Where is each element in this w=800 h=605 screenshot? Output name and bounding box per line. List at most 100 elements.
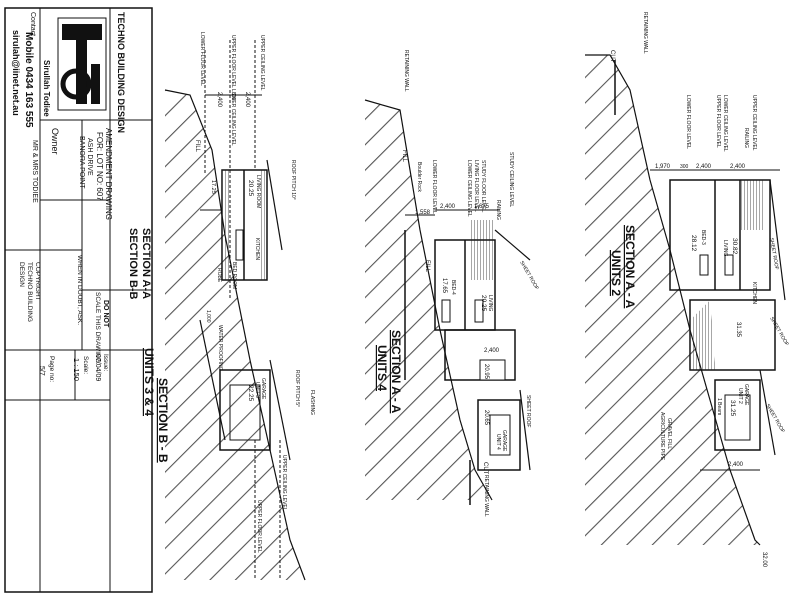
unit2-building	[669, 179, 771, 291]
note-do-not: DO NOT	[102, 300, 109, 328]
label-fill: FILL	[401, 150, 407, 163]
label-sheet-roof-3: SHEET ROOF	[764, 403, 785, 434]
section-aa4-title: SECTION A - A	[389, 330, 403, 414]
window	[474, 299, 484, 323]
label-living: LIVING	[722, 240, 728, 257]
label-cut: CUT	[482, 462, 488, 475]
roof-line	[269, 359, 291, 461]
label-upper-ceiling-bottom: UPPER CEILING LEVEL	[281, 455, 287, 511]
label-dim-1000: 1,000	[205, 310, 211, 323]
label-dim-1558: 1,558	[415, 210, 431, 216]
label-railing: RAILING	[495, 200, 501, 220]
label-lower-ceiling: LOWER CEILING LEVEL	[466, 160, 472, 217]
wall	[222, 170, 230, 280]
label-railing: RAILING	[743, 128, 749, 148]
company-logo	[57, 17, 107, 111]
ground-line	[164, 89, 306, 581]
label-3200: 32.00	[761, 552, 767, 568]
label-beam: 1 Beam	[716, 398, 722, 415]
label-fill-2: FILL	[424, 260, 430, 273]
label-lower-floor: LOWER FLOOR LEVEL	[685, 95, 691, 149]
wall-line	[199, 319, 226, 441]
garage-unit2	[714, 379, 761, 451]
label-garage-level: 22.25	[247, 385, 254, 402]
label-3135: 31.35	[735, 322, 741, 338]
label-garage-level: 31.25	[729, 400, 736, 417]
stair-block	[690, 300, 715, 370]
label-2095: 20.95	[483, 364, 489, 380]
label-retaining-wall: RETAINING WALL	[642, 12, 648, 54]
window	[479, 359, 506, 381]
sheet-title-1: SECTION A-A	[140, 228, 152, 299]
label-sheet-roof-2: SHEET ROOF	[525, 395, 531, 427]
label-dim-2400b: 2,400	[730, 164, 746, 170]
label-unit2: UNIT 2	[737, 388, 743, 404]
label-bed: BED-3	[700, 230, 706, 245]
section-aa-unit4-drawing: RETAINING WALL FILL Boulder Rock LOWER F…	[364, 50, 540, 517]
ground-hatch	[165, 90, 305, 580]
project-line-4: BANORA POINT	[78, 136, 85, 189]
label-bed-level: 17.65	[441, 278, 447, 294]
label-fill: FILL	[194, 140, 200, 153]
label-lower-floor: LOWER FLOOR LEVEL	[199, 32, 205, 86]
section-aa-unit2-drawing: CUT RETAINING WALL LOWER FLOOR LEVEL UPP…	[585, 12, 790, 568]
label-dim-1970: 1,970	[655, 164, 671, 170]
wall	[259, 170, 267, 280]
label-upper-ceiling: UPPER CEILING LEVEL	[259, 35, 265, 91]
label-cut: CUT	[609, 50, 615, 63]
label-living-floor: LIVING FLOOR LEVEL	[473, 160, 479, 212]
roof-line	[266, 159, 283, 251]
sheet-title-2: SECTION B-B	[127, 228, 139, 300]
label-flashing: FLASHING	[309, 390, 315, 415]
garage-door	[229, 384, 261, 441]
garage-unit3	[219, 369, 271, 451]
label-dim-2400: 2,400	[440, 204, 456, 210]
label-garage: GARAGE	[501, 430, 507, 452]
dim-left: 2,400	[216, 92, 222, 108]
label-retaining-wall-bottom: RETAINING WALL	[483, 475, 489, 517]
section-aa2-subtitle: UNITS 2	[609, 250, 623, 296]
dim-mid: 300	[230, 92, 236, 101]
contact-email: sirulah@iinet.net.au	[11, 30, 21, 116]
copyright-1: COPYRIGHT	[34, 262, 41, 301]
label-waterproofing: WATER PROOFING	[217, 325, 223, 371]
label-dim-2400c: 2,400	[728, 462, 744, 468]
label-garage: GARAGE	[743, 384, 749, 406]
section-bb-drawing: UPPER CEILING LEVEL UPPER FLOOR LEVEL LO…	[142, 32, 315, 581]
label-study-floor: STUDY FLOOR LEVEL	[480, 160, 486, 213]
label-living-room: LIVING ROOM	[255, 175, 261, 208]
label-roof-pitch-5: ROOF PITCH 5°	[294, 370, 300, 407]
project-line-2: FOR: LOT NO: 607	[95, 132, 104, 201]
note-scale: SCALE THIS DRAWING.	[94, 292, 101, 365]
roof-line	[759, 369, 776, 456]
owner-name: MR & MRS TODIEE	[31, 140, 38, 203]
label-bedroom: BED ROOM	[231, 262, 237, 289]
project-line-3: ASH DRIVE	[86, 138, 93, 176]
label-2065: 20.65	[483, 410, 489, 426]
section-bb-title: SECTION B - B	[156, 378, 170, 463]
window	[235, 229, 244, 261]
label-living-level: 20.25	[480, 295, 487, 312]
label-unit3: UNIT 3	[254, 382, 260, 398]
label-upper-floor-bottom: UPPER FLOOR LEVEL	[256, 500, 262, 553]
contact-name: Sirullah Todiee	[42, 60, 51, 117]
window	[441, 299, 451, 323]
copyright-2: TECHNO BUILDING	[26, 262, 33, 322]
ground-hatch	[365, 100, 492, 500]
label-robe: ROBE	[216, 268, 222, 283]
label-lower-floor: LOWER FLOOR LEVEL	[431, 160, 437, 214]
label-kitchen: KITCHEN	[751, 282, 757, 304]
label-bed: BED-4	[450, 280, 456, 295]
label-gravel: GRAVEL FILL	[666, 418, 672, 449]
contact-mobile: Mobile 0434 163 555	[23, 32, 34, 128]
window	[699, 254, 709, 276]
project-line-1: AMENDMENT DRAWING	[104, 128, 113, 220]
contact-label: Contact	[29, 12, 36, 36]
label-roof-pitch: ROOF PITCH 10°	[290, 160, 296, 200]
page-value: 5/7	[38, 366, 45, 376]
railing-block	[740, 180, 765, 230]
copyright-3: DESIGN	[18, 262, 25, 287]
label-upper-floor: UPPER FLOOR LEVEL LOWER CEILING LEVEL	[230, 35, 236, 146]
label-dim-1675: 1,675	[474, 204, 490, 210]
